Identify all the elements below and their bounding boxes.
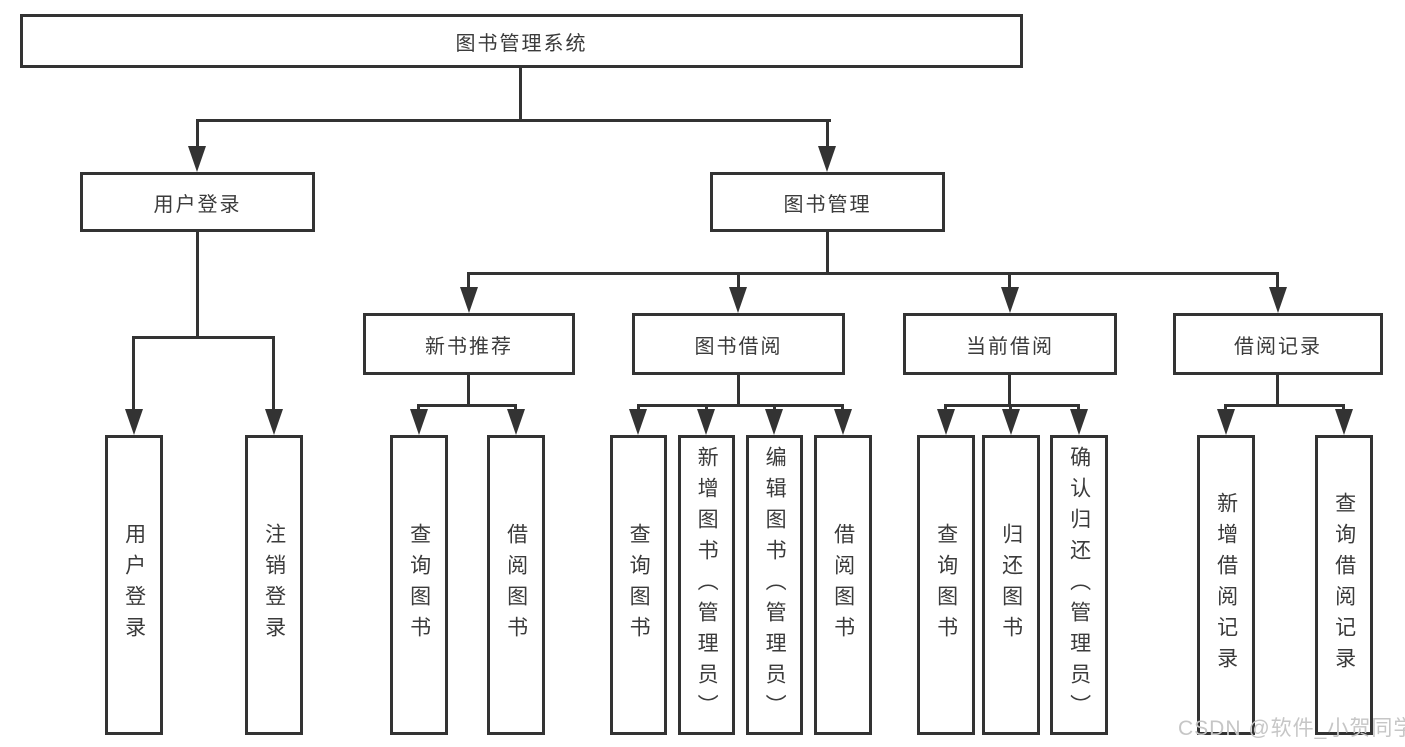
arrowhead-down-icon (1269, 287, 1287, 313)
connector-line (1224, 404, 1345, 407)
node-query-borrow-record: 查询借阅记录 (1315, 435, 1373, 735)
connector-line (1008, 272, 1011, 290)
node-new-book-recommend: 新书推荐 (363, 313, 575, 375)
connector-line (272, 336, 275, 412)
node-label: 新增借阅记录 (1214, 492, 1238, 678)
node-label: 图书管理 (783, 193, 872, 216)
connector-line (467, 272, 1279, 275)
node-borrow-books-borrowing: 借阅图书 (814, 435, 872, 735)
arrowhead-down-icon (697, 409, 715, 435)
arrowhead-down-icon (410, 409, 428, 435)
connector-line (417, 404, 517, 407)
node-label: 借阅记录 (1234, 335, 1322, 358)
connector-line (944, 404, 1080, 407)
connector-line (132, 336, 275, 339)
connector-line (132, 336, 135, 412)
arrowhead-down-icon (629, 409, 647, 435)
arrowhead-down-icon (507, 409, 525, 435)
node-label: 图书借阅 (694, 335, 783, 358)
node-add-borrow-record: 新增借阅记录 (1197, 435, 1255, 735)
connector-line (519, 66, 522, 122)
connector-line (196, 119, 831, 122)
arrowhead-down-icon (1001, 287, 1019, 313)
connector-line (826, 232, 829, 274)
connector-line (196, 232, 199, 338)
node-label: 新书推荐 (425, 335, 513, 358)
arrowhead-down-icon (188, 146, 206, 172)
connector-line (637, 404, 844, 407)
arrowhead-down-icon (818, 146, 836, 172)
connector-line (737, 272, 740, 290)
arrowhead-down-icon (265, 409, 283, 435)
node-label: 查询借阅记录 (1332, 492, 1356, 678)
watermark-text: CSDN @软件_小贺同学 (1178, 717, 1405, 740)
connector-line (467, 272, 470, 290)
node-label: 图书管理系统 (455, 32, 588, 55)
arrowhead-down-icon (125, 409, 143, 435)
node-book-management-system: 图书管理系统 (20, 14, 1023, 68)
node-user-login-branch: 用户登录 (80, 172, 315, 232)
node-query-books-current: 查询图书 (917, 435, 975, 735)
node-label: 用户登录 (122, 523, 146, 647)
node-book-borrowing: 图书借阅 (632, 313, 845, 375)
node-label: 查询图书 (934, 523, 958, 647)
connector-line (1008, 375, 1011, 406)
node-label: 查询图书 (627, 523, 651, 647)
node-label: 查询图书 (407, 523, 431, 647)
connector-line (826, 119, 829, 151)
arrowhead-down-icon (460, 287, 478, 313)
node-user-login: 用户登录 (105, 435, 163, 735)
node-book-management-branch: 图书管理 (710, 172, 945, 232)
node-confirm-return-admin: 确认归还（管理员） (1050, 435, 1108, 735)
connector-line (467, 375, 470, 406)
node-label: 确认归还（管理员） (1067, 445, 1091, 725)
arrowhead-down-icon (937, 409, 955, 435)
connector-line (1276, 375, 1279, 406)
arrowhead-down-icon (765, 409, 783, 435)
arrowhead-down-icon (1217, 409, 1235, 435)
node-add-books-admin: 新增图书（管理员） (678, 435, 735, 735)
connector-line (1276, 272, 1279, 290)
node-borrowing-records: 借阅记录 (1173, 313, 1383, 375)
node-label: 借阅图书 (831, 523, 855, 647)
node-current-borrowing: 当前借阅 (903, 313, 1117, 375)
arrowhead-down-icon (834, 409, 852, 435)
connector-line (737, 375, 740, 406)
node-query-books-borrowing: 查询图书 (610, 435, 667, 735)
node-label: 当前借阅 (966, 335, 1054, 358)
node-label: 编辑图书（管理员） (763, 445, 787, 725)
node-edit-books-admin: 编辑图书（管理员） (746, 435, 803, 735)
arrowhead-down-icon (1002, 409, 1020, 435)
node-query-books-recommend: 查询图书 (390, 435, 448, 735)
node-return-books: 归还图书 (982, 435, 1040, 735)
node-label: 用户登录 (153, 193, 242, 216)
node-logout: 注销登录 (245, 435, 303, 735)
connector-line (196, 119, 199, 151)
node-label: 新增图书（管理员） (695, 445, 719, 725)
arrowhead-down-icon (1070, 409, 1088, 435)
node-label: 借阅图书 (504, 523, 528, 647)
node-label: 归还图书 (999, 523, 1023, 647)
node-label: 注销登录 (262, 523, 286, 647)
node-borrow-books-recommend: 借阅图书 (487, 435, 545, 735)
arrowhead-down-icon (1335, 409, 1353, 435)
arrowhead-down-icon (729, 287, 747, 313)
